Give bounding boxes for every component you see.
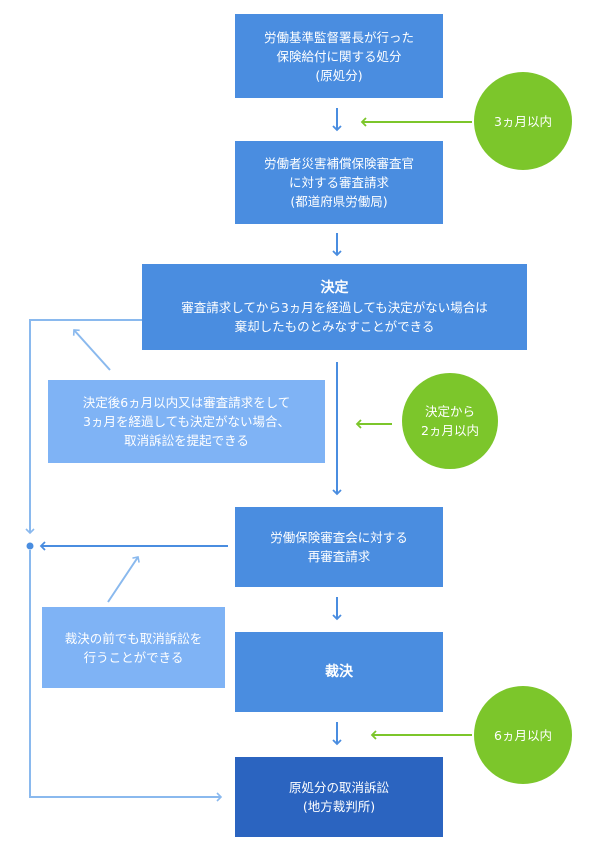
decision-line-1: 審査請求してから3ヵ月を経過しても決定がない場合は [181,299,488,315]
note-pointer-before [107,556,140,603]
note-before-line-1: 裁決の前でも取消訴訟を [64,630,203,646]
note-lawsuit-line-2: 3ヵ月を経過しても決定がない場合、 [83,414,290,429]
review-line-1: 労働者災害補償保険審査官 [263,156,414,171]
original-line-2: 保険給付に関する処分 [276,48,402,64]
note-before-ruling-box: 裁決の前でも取消訴訟を 行うことができる [42,607,225,688]
review-request-box: 労働者災害補償保険審査官 に対する審査請求 (都道府県労働局) [235,141,443,224]
re-review-line-1: 労働保険審査会に対する [270,530,408,545]
decision-title: 決定 [320,279,349,296]
note-lawsuit-box: 決定後6ヵ月以内又は審査請求をして 3ヵ月を経過しても決定がない場合、 取消訴訟… [48,380,325,463]
deadline-second-line-2: 2ヵ月以内 [421,423,479,438]
ruling-title: 裁決 [325,663,353,680]
note-lawsuit-line-3: 取消訴訟を提起できる [124,433,249,448]
lawsuit-line-1: 原処分の取消訴訟 [288,780,389,795]
note-lawsuit-line-1: 決定後6ヵ月以内又は審査請求をして [82,395,291,410]
deadline-circle-2-months: 決定から 2ヵ月以内 [402,373,498,469]
review-line-2: に対する審査請求 [288,175,389,190]
decision-box: 決定 審査請求してから3ヵ月を経過しても決定がない場合は 棄却したものとみなすこ… [142,264,527,350]
bypass-line-from-decision [25,319,142,535]
deadline-third-label: 6ヵ月以内 [494,727,552,743]
review-line-3: (都道府県労働局) [290,194,388,209]
original-line-1: 労働基準監督署長が行った [263,29,414,45]
re-review-request-box: 労働保険審査会に対する 再審査請求 [235,507,443,587]
deadline-second-line-1: 決定から [424,404,475,419]
lawsuit-line-2: (地方裁判所) [302,799,376,814]
deadline-first-label: 3ヵ月以内 [494,113,552,129]
original-disposition-box: 労働基準監督署長が行った 保険給付に関する処分 (原処分) [235,14,443,98]
deadline-circle-6-months: 6ヵ月以内 [474,686,572,784]
note-before-line-2: 行うことができる [83,649,184,665]
bypass-line-to-lawsuit [29,550,223,802]
note-pointer-lawsuit [72,329,111,371]
lawsuit-box: 原処分の取消訴訟 (地方裁判所) [235,757,443,837]
decision-line-2: 棄却したものとみなすことができる [234,318,435,334]
junction-dot [26,542,34,550]
original-line-3: (原処分) [315,67,363,83]
deadline-circle-3-months: 3ヵ月以内 [474,72,572,170]
ruling-box: 裁決 [235,632,443,712]
re-review-line-2: 再審査請求 [307,549,371,564]
